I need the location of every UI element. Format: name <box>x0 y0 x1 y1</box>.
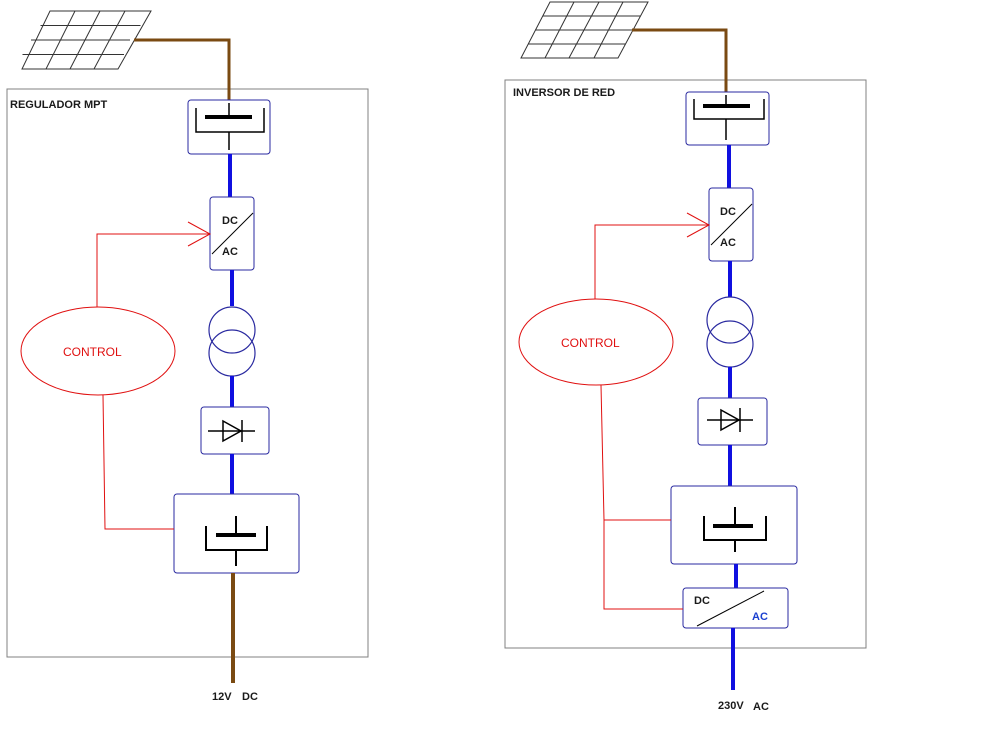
regulador-mpt-section: REGULADOR MPT DC AC <box>6 10 369 703</box>
converter-diagonal <box>211 212 254 255</box>
output-type-label: DC <box>242 691 258 703</box>
arrowhead-icon <box>187 221 212 247</box>
transformer-icon <box>208 306 256 377</box>
converter-dc-label: DC <box>720 206 736 218</box>
capacitor-icon <box>703 507 767 552</box>
inversor-title: INVERSOR DE RED <box>513 87 615 99</box>
converter-ac-label: AC <box>222 246 238 258</box>
inverter-ac-label: AC <box>752 611 768 623</box>
control-label: CONTROL <box>63 345 122 359</box>
transformer-icon <box>706 296 754 368</box>
inversor-frame <box>504 79 867 649</box>
converter-diagonal <box>710 203 753 246</box>
capacitor-icon <box>205 516 268 566</box>
solar-panel-icon <box>21 10 152 70</box>
inversor-de-red-section: INVERSOR DE RED DC AC <box>504 1 867 713</box>
output-type-label: AC <box>753 701 769 713</box>
output-voltage-label: 230V <box>718 700 744 712</box>
converter-dc-label: DC <box>222 215 238 227</box>
capacitor-icon <box>195 103 265 150</box>
control-line-converter <box>594 224 709 299</box>
solar-wire <box>632 28 728 92</box>
control-ellipse <box>20 306 176 396</box>
inverter-dc-label: DC <box>694 595 710 607</box>
control-label: CONTROL <box>561 336 620 350</box>
diode-icon <box>707 408 753 432</box>
arrowhead-icon <box>686 212 711 238</box>
diode-icon <box>208 419 255 443</box>
inverter-box <box>682 587 789 629</box>
output-voltage-label: 12V <box>212 691 232 703</box>
solar-panel-icon <box>520 1 649 59</box>
control-line-sense <box>600 384 671 521</box>
regulador-frame <box>6 88 369 658</box>
control-ellipse <box>518 298 674 386</box>
solar-wire <box>134 38 231 100</box>
regulador-title: REGULADOR MPT <box>10 99 107 111</box>
control-line-sense <box>102 394 174 530</box>
inverter-diagonal <box>696 590 765 627</box>
control-line-inverter <box>603 520 683 610</box>
converter-ac-label: AC <box>720 237 736 249</box>
control-line-converter <box>96 233 210 307</box>
capacitor-icon <box>693 95 765 140</box>
rectifier-box <box>697 397 768 446</box>
